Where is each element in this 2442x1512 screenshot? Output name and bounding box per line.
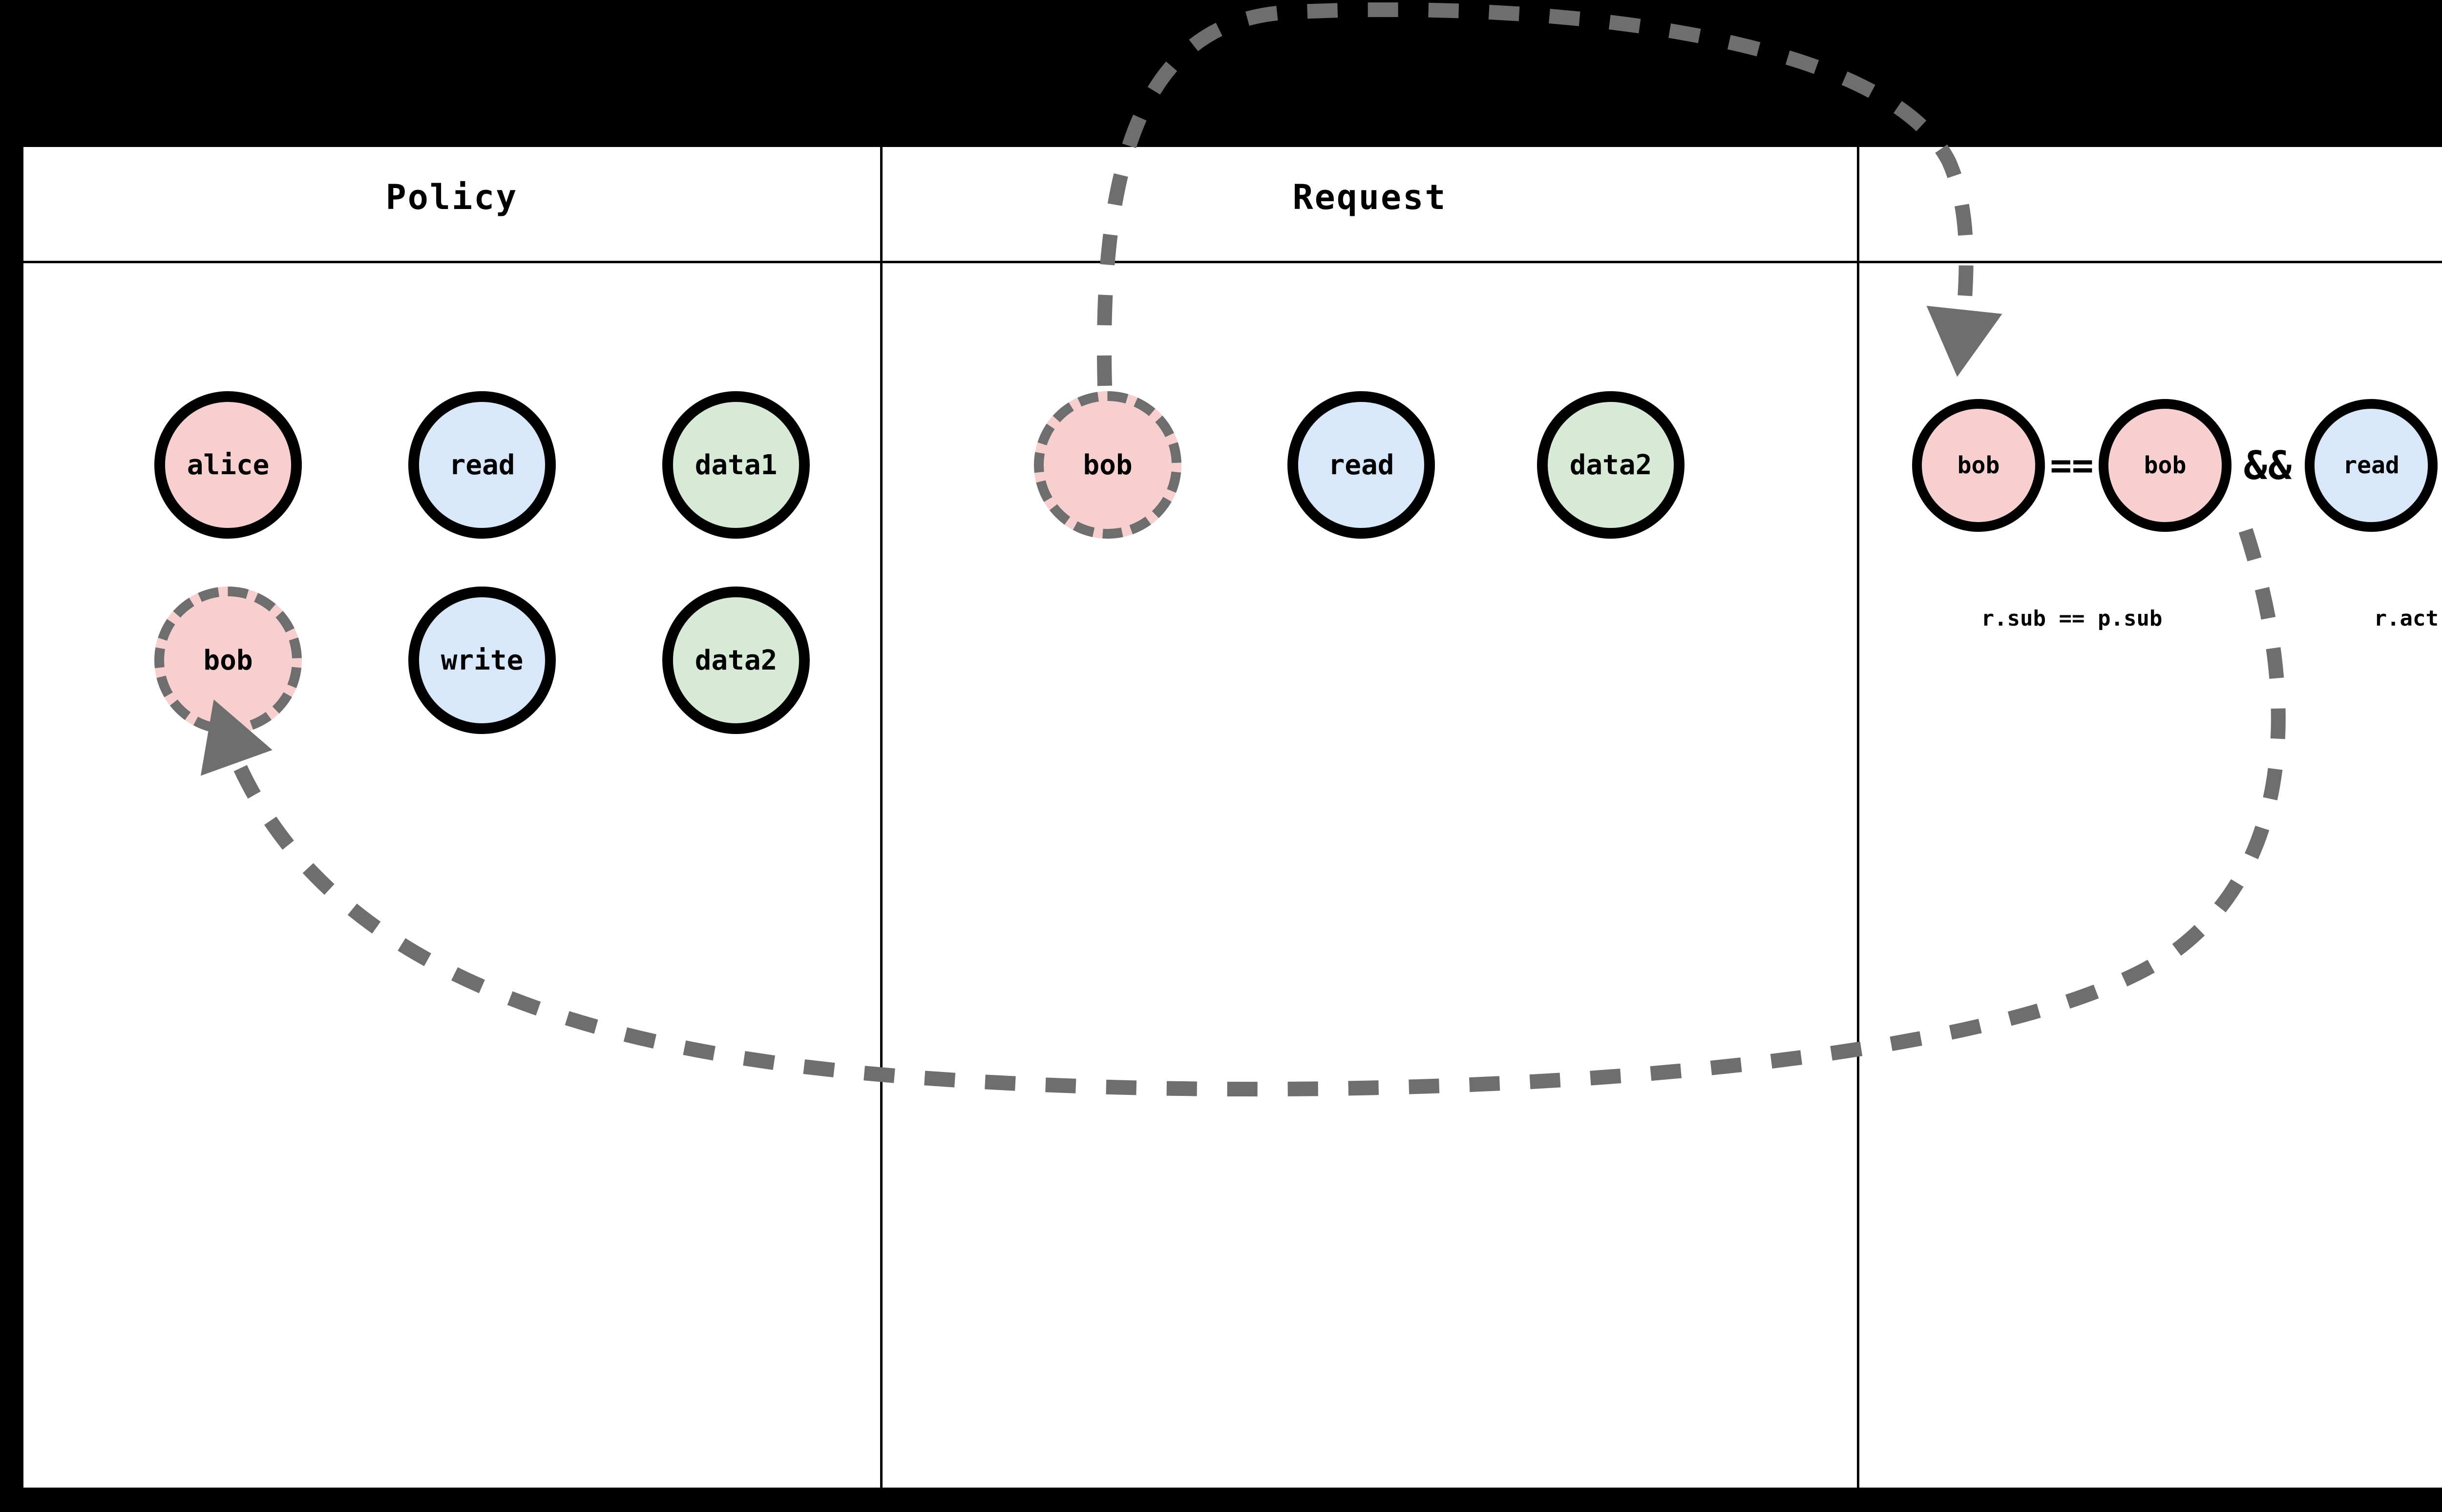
- column-divider-request-matching: [1857, 147, 1859, 1488]
- policy-node-data1[interactable]: data1: [662, 391, 810, 539]
- request-node-read[interactable]: read: [1287, 391, 1435, 539]
- matching-caption-act: r.act == p.act: [2374, 606, 2442, 631]
- column-title-request: Request: [1292, 177, 1447, 217]
- column-title-matching: Matching: [1859, 177, 2442, 217]
- node-label: data2: [1569, 449, 1652, 481]
- policy-node-data2[interactable]: data2: [662, 587, 810, 734]
- node-label: data1: [695, 449, 778, 481]
- node-label: bob: [2144, 452, 2187, 479]
- matching-node-request-act[interactable]: read: [2305, 399, 2438, 532]
- policy-node-bob[interactable]: bob: [154, 587, 302, 734]
- node-label: bob: [203, 644, 253, 676]
- node-label: write: [441, 644, 524, 676]
- policy-node-alice[interactable]: alice: [154, 391, 302, 539]
- policy-node-write[interactable]: write: [408, 587, 556, 734]
- column-title-policy: Policy: [385, 177, 518, 217]
- column-divider-policy-request: [880, 147, 883, 1488]
- matching-operator-sub: ==: [2050, 444, 2094, 486]
- matching-node-request-sub[interactable]: bob: [1912, 399, 2045, 532]
- node-label: alice: [187, 449, 270, 481]
- node-label: data2: [695, 644, 778, 676]
- node-label: bob: [1083, 449, 1133, 481]
- policy-node-read[interactable]: read: [408, 391, 556, 539]
- matching-caption-sub: r.sub == p.sub: [1981, 606, 2163, 631]
- matching-operator-act: ==: [2438, 446, 2442, 485]
- matching-node-policy-sub[interactable]: bob: [2099, 399, 2231, 532]
- request-node-bob[interactable]: bob: [1034, 391, 1181, 539]
- node-label: bob: [1957, 452, 2000, 479]
- node-label: read: [449, 449, 515, 481]
- matching-joiner-sub-act: &&: [2243, 442, 2293, 488]
- node-label: read: [1328, 449, 1394, 481]
- header-divider: [23, 261, 2442, 263]
- diagram-frame: Policy Request Matching alice read data1…: [21, 145, 2442, 1490]
- request-node-data2[interactable]: data2: [1537, 391, 1684, 539]
- node-label: read: [2343, 452, 2400, 479]
